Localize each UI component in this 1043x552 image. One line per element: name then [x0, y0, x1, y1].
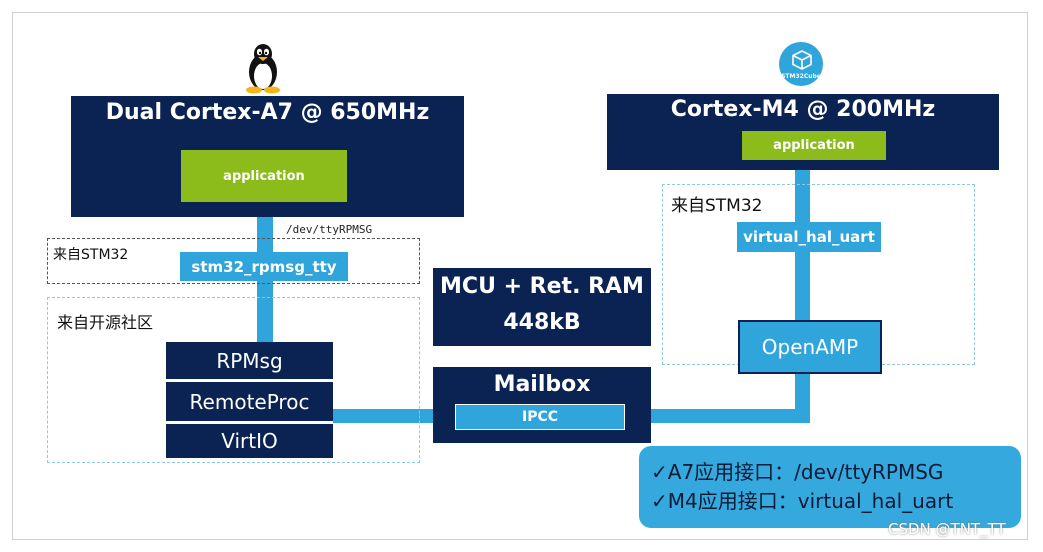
ipcc-block: IPCC — [455, 404, 625, 430]
a7-to-ipcc-bus — [333, 409, 436, 423]
m4-core-title: Cortex-M4 @ 200MHz — [670, 97, 936, 122]
a7-core-title: Dual Cortex-A7 @ 650MHz — [105, 100, 430, 125]
mcu-ret-ram-size: 448kB — [503, 310, 581, 335]
virtual-hal-uart-block: virtual_hal_uart — [737, 222, 881, 252]
rpmsg-layer: RPMsg — [166, 342, 333, 379]
a7-stm32-box-label: 来自STM32 — [53, 247, 129, 263]
a7-core-block: Dual Cortex-A7 @ 650MHz application — [71, 96, 464, 217]
m4-core-block: Cortex-M4 @ 200MHz application — [607, 94, 999, 170]
open-source-box-label: 来自开源社区 — [57, 313, 154, 332]
a7-application-block: application — [181, 150, 347, 202]
mcu-ret-ram-block: MCU + Ret. RAM 448kB — [433, 268, 651, 346]
api-callout: ✓A7应用接口：/dev/ttyRPMSG ✓M4应用接口：virtual_ha… — [639, 446, 1021, 528]
callout-m4-api: ✓M4应用接口：virtual_hal_uart — [651, 489, 954, 513]
open-source-box — [47, 297, 420, 463]
a7-dev-path-label: /dev/ttyRPMSG — [286, 223, 373, 236]
stm32-rpmsg-tty-block: stm32_rpmsg_tty — [180, 252, 348, 281]
virtio-layer: VirtIO — [166, 424, 333, 458]
stm32cube-logo: STM32Cube — [779, 42, 823, 86]
m4-stm32-box-label: 来自STM32 — [671, 196, 763, 216]
a7-stm32-box — [47, 238, 420, 284]
remoteproc-layer: RemoteProc — [166, 382, 333, 421]
csdn-watermark: CSDN @TNT_TT — [888, 520, 1006, 538]
mailbox-block: Mailbox IPCC — [433, 367, 651, 443]
mcu-ret-ram-title: MCU + Ret. RAM — [440, 274, 644, 299]
mailbox-title: Mailbox — [493, 372, 591, 397]
linux-tux-icon — [246, 44, 280, 94]
openamp-block: OpenAMP — [738, 320, 882, 374]
callout-a7-api: ✓A7应用接口：/dev/ttyRPMSG — [651, 460, 944, 484]
m4-application-block: application — [742, 131, 886, 160]
cube-icon — [792, 50, 812, 70]
stm32cube-logo-text: STM32Cube — [781, 73, 821, 80]
diagram-frame — [12, 12, 1028, 540]
ipcc-to-m4-bus — [650, 409, 810, 423]
